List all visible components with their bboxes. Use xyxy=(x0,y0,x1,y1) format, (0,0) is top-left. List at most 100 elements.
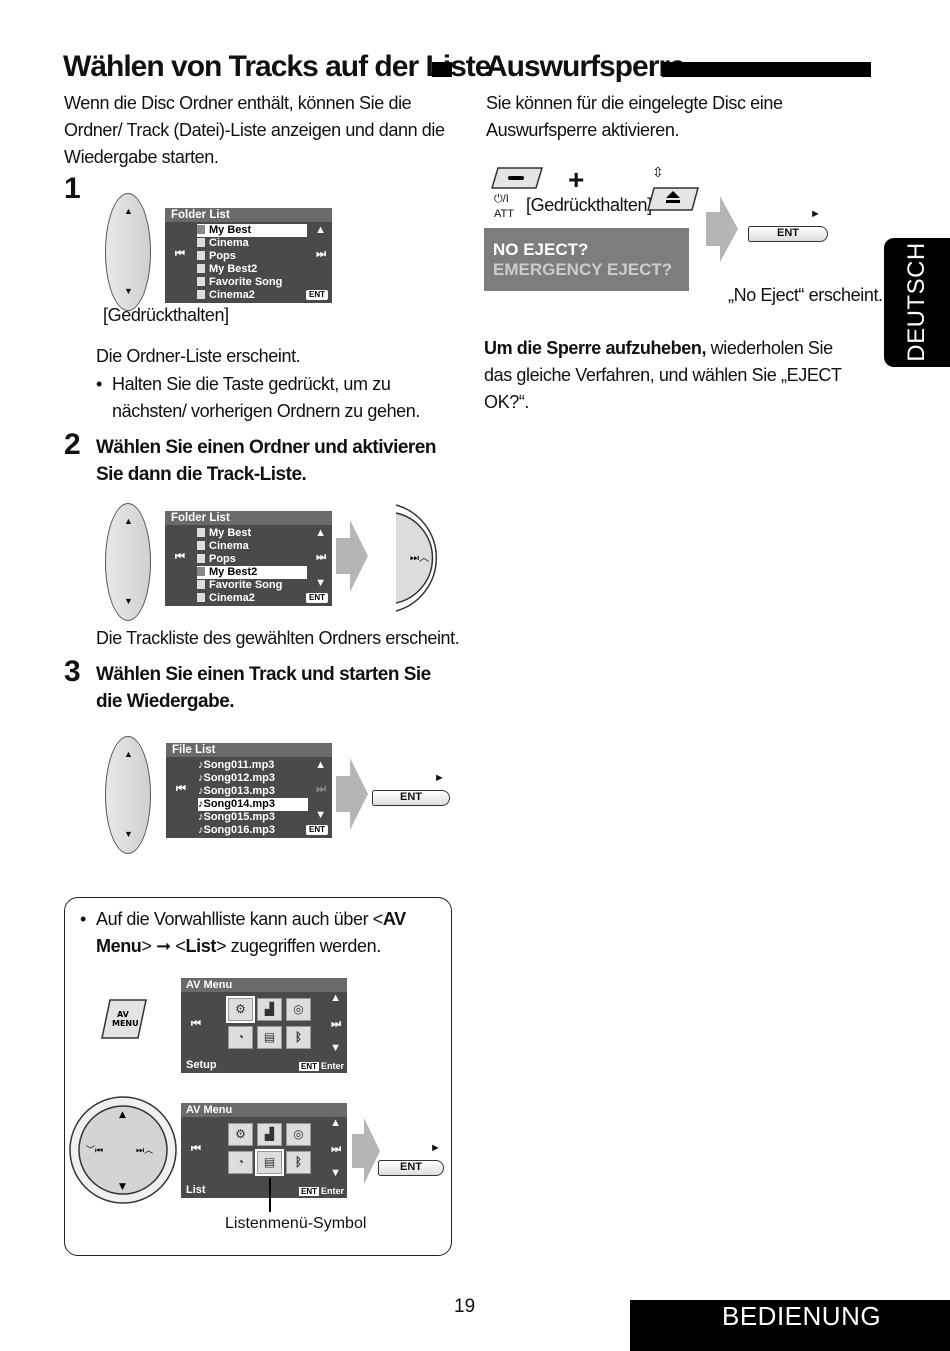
hold-label: [Gedrückthalten] xyxy=(526,195,652,215)
prev-icon: ⏮ xyxy=(176,783,186,795)
folder-list-header: Folder List xyxy=(165,208,332,222)
list-item: My Best xyxy=(197,224,307,237)
list-icon: ▤ xyxy=(255,1149,284,1176)
folder-list-header: Folder List xyxy=(165,511,332,525)
ent-badge: ENT xyxy=(306,593,328,603)
bluetooth-icon: ᛒ xyxy=(286,1151,311,1174)
up-icon: ▲ xyxy=(330,1117,341,1129)
av-menu-header: AV Menu xyxy=(181,978,347,992)
list-item: ♪Song014.mp3 xyxy=(198,798,308,811)
svg-text:MENU: MENU xyxy=(112,1019,139,1028)
callout-line xyxy=(269,1178,271,1212)
next-step-arrow-icon xyxy=(336,758,368,830)
step-3-number: 3 xyxy=(64,655,81,688)
list-item: Cinema2 xyxy=(197,289,255,302)
svg-text:⏭︿: ⏭︿ xyxy=(410,553,429,564)
note-bullet-dot: • xyxy=(80,909,86,929)
file-list-screen: File List ♪Song011.mp3 ♪Song012.mp3 ♪Son… xyxy=(166,743,332,838)
list-item: My Best2 xyxy=(197,566,307,579)
down-icon: ▼ xyxy=(330,1042,341,1054)
equalizer-icon: ▟ xyxy=(257,998,282,1021)
list-item: ♪Song011.mp3 xyxy=(198,759,275,771)
list-item: My Best xyxy=(197,527,251,540)
eject-button-icon xyxy=(647,187,699,211)
bullet-dot: • xyxy=(96,374,102,394)
folder-list-screen-2: Folder List My Best Cinema Pops My Best2… xyxy=(165,511,332,606)
navigation-dial-icon: ▲ ▼ ﹀⏮ ⏭︿ xyxy=(69,1096,177,1204)
step-1-result: Die Ordner-Liste erscheint. xyxy=(96,346,301,366)
page-number: 19 xyxy=(454,1296,476,1317)
ent-button: ENT xyxy=(378,1160,444,1176)
sound-icon: ◎ xyxy=(286,1123,311,1146)
unlock-instructions: Um die Sperre aufzuheben, wiederholen Si… xyxy=(484,338,842,412)
list-item: My Best2 xyxy=(197,263,257,276)
note-text: Auf die Vorwahlliste kann auch über <AV … xyxy=(96,909,406,956)
ent-button: ENT xyxy=(372,790,450,806)
footer-tab-label: BEDIENUNG xyxy=(722,1301,882,1331)
step-2-result: Die Trackliste des gewählten Ordners ers… xyxy=(96,628,460,648)
up-icon: ▲ xyxy=(315,224,326,236)
step-1-number: 1 xyxy=(64,172,81,205)
eject-lock-icon: ⇳ xyxy=(652,164,664,180)
list-item: ♪Song013.mp3 xyxy=(198,785,276,797)
arrow-right-icon: ➞ xyxy=(156,936,171,956)
svg-text:AV: AV xyxy=(117,1010,130,1019)
prev-icon: ⏮ xyxy=(191,1143,201,1155)
footer-tab: BEDIENUNG xyxy=(630,1300,950,1351)
play-icon: ► xyxy=(430,1142,441,1154)
bluetooth-icon: ᛒ xyxy=(286,1026,311,1049)
prev-icon: ⏮ xyxy=(175,248,185,260)
play-icon: ► xyxy=(434,772,445,784)
sound-icon: ◎ xyxy=(286,998,311,1021)
prev-icon: ⏮ xyxy=(175,551,185,563)
title-bar xyxy=(662,62,871,77)
power-att-button-icon xyxy=(490,167,544,189)
att-label: ATT xyxy=(494,208,514,220)
up-icon: ▲ xyxy=(330,992,341,1004)
av-menu-footer-label: List xyxy=(186,1184,206,1196)
next-step-arrow-icon xyxy=(352,1118,380,1184)
step-2-number: 2 xyxy=(64,428,81,461)
up-icon: ▲ xyxy=(315,527,326,539)
folder-list-screen-1: Folder List My Best Cinema Pops My Best2… xyxy=(165,208,332,303)
svg-text:﹀⏮: ﹀⏮ xyxy=(86,1145,103,1156)
svg-text:▼: ▼ xyxy=(119,1182,126,1192)
left-intro: Wenn die Disc Ordner enthält, können Sie… xyxy=(64,93,445,167)
prev-icon: ⏮ xyxy=(191,1018,201,1030)
next-step-arrow-icon xyxy=(706,196,738,262)
svg-text:▲: ▲ xyxy=(119,1110,126,1120)
control-knob: ▲▼ xyxy=(105,193,151,311)
up-icon: ▲ xyxy=(315,759,326,771)
setup-icon: ⚙ xyxy=(226,996,255,1023)
list-item: Favorite Song xyxy=(197,276,282,289)
list-item: Pops xyxy=(197,553,236,566)
play-icon: ► xyxy=(810,208,821,220)
av-menu-footer-label: Setup xyxy=(186,1059,217,1071)
svg-text:⏭︿: ⏭︿ xyxy=(136,1146,153,1156)
eject-display: NO EJECT? EMERGENCY EJECT? xyxy=(484,228,689,291)
list-item: Pops xyxy=(197,250,236,263)
title-marker xyxy=(432,62,452,77)
plus-sign: + xyxy=(568,164,585,195)
next-icon: ⏭ xyxy=(316,248,326,260)
timer-icon: ◔ xyxy=(228,1151,253,1174)
next-icon: ⏭ xyxy=(316,783,326,795)
down-icon: ▼ xyxy=(315,809,326,821)
next-step-arrow-icon xyxy=(336,520,368,592)
down-icon: ▼ xyxy=(315,577,326,589)
list-item: Cinema xyxy=(197,237,249,250)
file-list-header: File List xyxy=(166,743,332,757)
power-label: ⏻/I xyxy=(494,193,509,205)
hold-label: [Gedrückthalten] xyxy=(103,305,229,325)
timer-icon: ◔ xyxy=(228,1026,253,1049)
list-item: Favorite Song xyxy=(197,579,282,592)
list-item: Cinema xyxy=(197,540,249,553)
setup-icon: ⚙ xyxy=(228,1123,253,1146)
left-section-title: Wählen von Tracks auf der Liste xyxy=(63,50,491,83)
down-icon: ▼ xyxy=(330,1167,341,1179)
step-2-text: Wählen Sie einen Ordner und aktivieren S… xyxy=(96,437,436,485)
no-eject-appears: „No Eject“ erscheint. xyxy=(728,285,883,305)
step-3-text: Wählen Sie einen Track und starten Sie d… xyxy=(96,664,431,712)
